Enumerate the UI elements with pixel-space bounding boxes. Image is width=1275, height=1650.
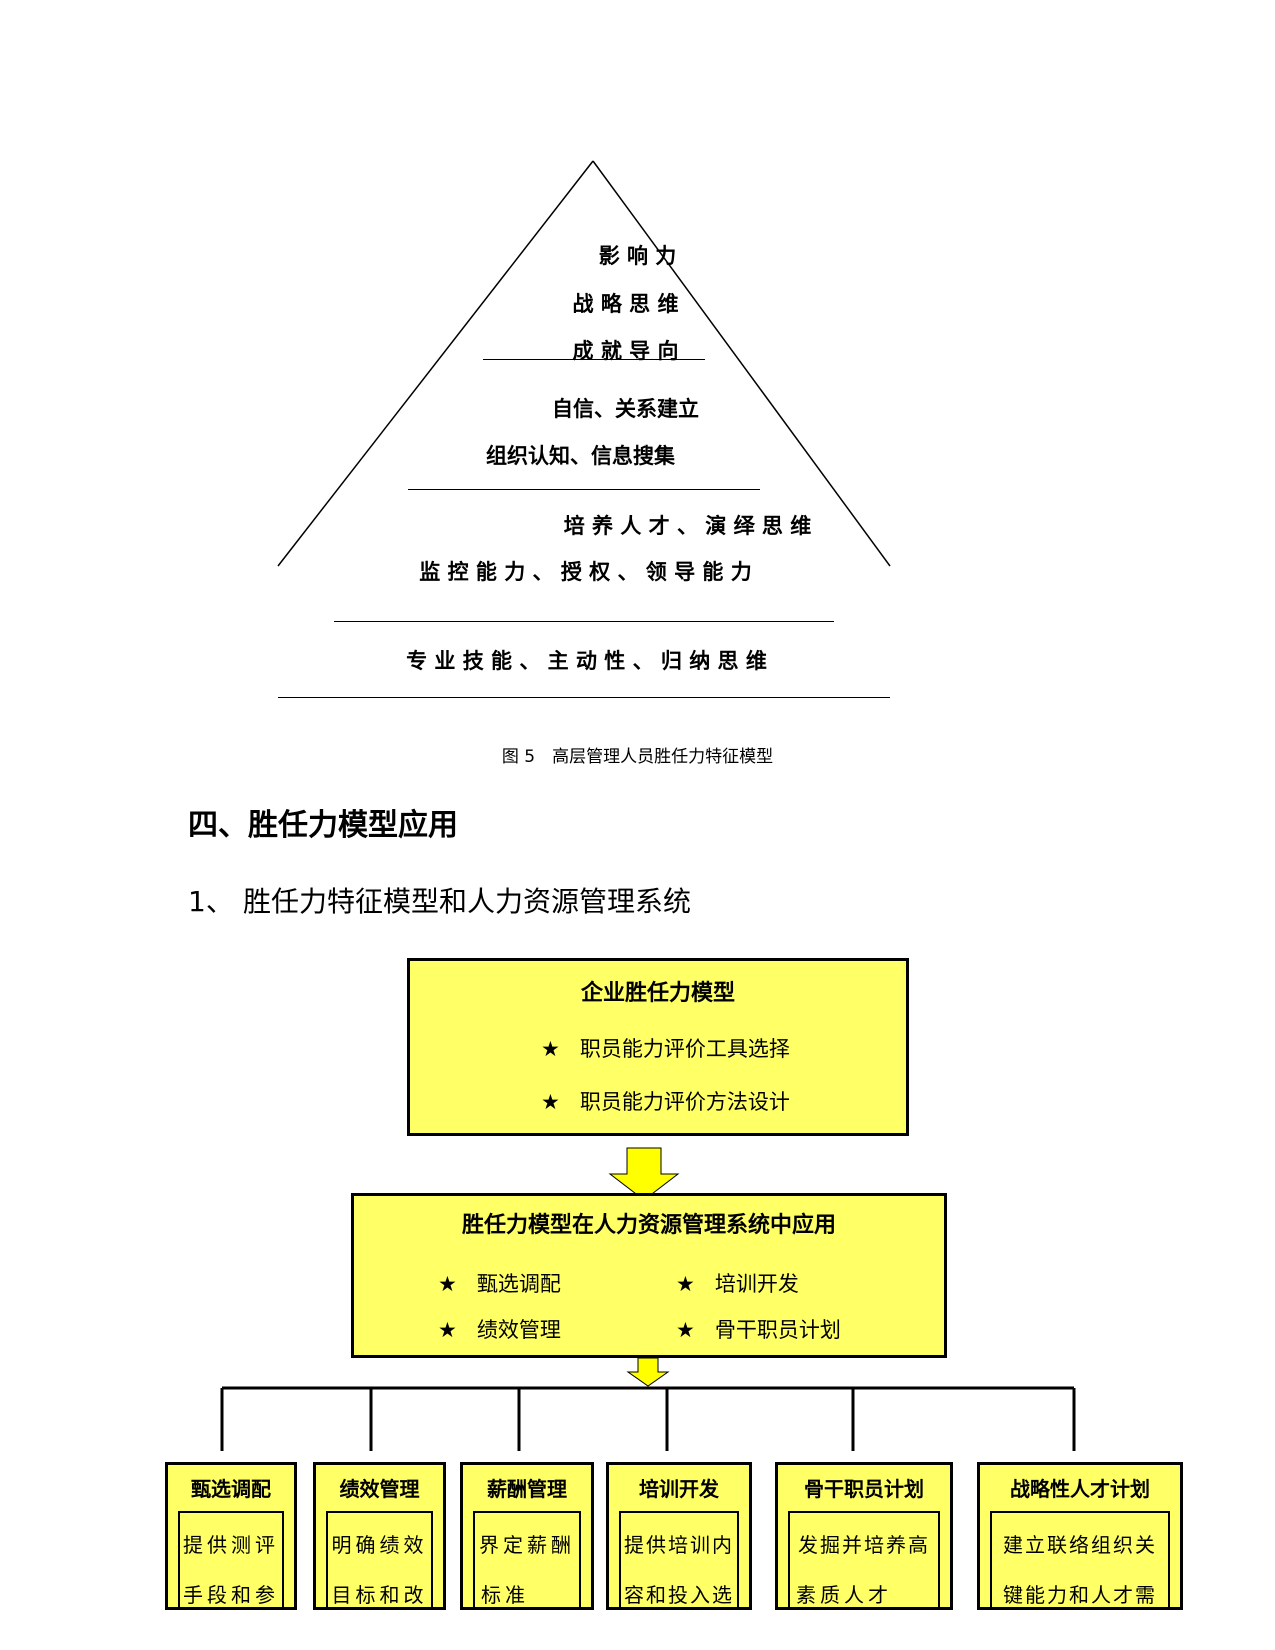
box2-item-3: ★ 绩效管理	[438, 1314, 561, 1344]
child-box-performance: 绩效管理 明确绩效 目标和改	[313, 1462, 446, 1610]
down-arrow-1	[608, 1147, 680, 1201]
star-icon: ★	[438, 1272, 457, 1296]
child-box-title: 战略性人才计划	[1010, 1477, 1150, 1501]
child-box-line1: 提供测评	[183, 1533, 279, 1557]
competency-model-box: 企业胜任力模型 ★ 职员能力评价工具选择 ★ 职员能力评价方法设计	[407, 958, 909, 1136]
child-box-inner	[619, 1511, 739, 1607]
competency-model-title: 企业胜任力模型	[580, 981, 735, 1006]
child-box-line1: 提供培训内	[624, 1533, 734, 1557]
child-box-strategic-talent: 战略性人才计划 建立联络组织关 键能力和人才需	[977, 1462, 1183, 1610]
pyramid-tier2-line2: 组织认知、信息搜集	[486, 444, 675, 468]
subsection-text: 胜任力特征模型和人力资源管理系统	[243, 885, 692, 918]
child-box-line2: 手段和参	[183, 1583, 279, 1607]
child-box-line1: 建立联络组织关	[1003, 1533, 1157, 1557]
box2-item-4-label: 骨干职员计划	[714, 1318, 841, 1342]
subsection-number: 1、	[188, 885, 234, 918]
box1-item-2-label: 职员能力评价方法设计	[579, 1090, 790, 1114]
hr-application-box: 胜任力模型在人力资源管理系统中应用 ★ 甄选调配 ★ 培训开发 ★ 绩效管理 ★ 骨干职…	[351, 1193, 947, 1358]
pyramid-tier1-line2: 战 略 思 维	[572, 292, 679, 316]
pyramid-tier3-line1: 培 养 人 才 、 演 绎 思 维	[563, 514, 812, 538]
star-icon: ★	[438, 1318, 457, 1342]
box2-item-4: ★ 骨干职员计划	[676, 1314, 841, 1344]
box2-item-1-label: 甄选调配	[476, 1272, 561, 1296]
pyramid-tier4-line: 专 业 技 能 、 主 动 性 、 归 纳 思 维	[406, 649, 767, 673]
star-icon: ★	[676, 1272, 695, 1296]
box1-item-1-label: 职员能力评价工具选择	[579, 1037, 790, 1061]
figure-caption: 图 5 高层管理人员胜任力特征模型	[501, 747, 774, 767]
child-box-inner	[788, 1511, 940, 1607]
section-title: 四、胜任力模型应用	[188, 808, 458, 843]
child-box-line2: 素质人才	[796, 1583, 892, 1607]
child-box-title: 骨干职员计划	[804, 1477, 924, 1501]
child-box-title: 甄选调配	[191, 1477, 271, 1501]
child-box-inner	[326, 1511, 433, 1607]
child-box-title: 培训开发	[639, 1477, 719, 1501]
child-box-line2: 目标和改	[331, 1583, 428, 1607]
pyramid-tier2-line1: 自信、关系建立	[552, 397, 699, 421]
child-box-line2: 容和投入选	[624, 1583, 734, 1607]
down-arrow-2	[626, 1357, 670, 1387]
child-box-inner	[990, 1511, 1170, 1607]
child-box-screening: 甄选调配 提供测评 手段和参	[165, 1462, 297, 1610]
star-icon: ★	[676, 1318, 695, 1342]
pyramid-divider-1	[483, 359, 705, 360]
child-box-line1: 明确绩效	[331, 1533, 428, 1557]
box2-item-3-label: 绩效管理	[476, 1318, 561, 1342]
competency-pyramid	[277, 160, 891, 567]
child-box-line2: 键能力和人才需	[1003, 1583, 1157, 1607]
pyramid-divider-2	[408, 489, 760, 490]
child-box-compensation: 薪酬管理 界定薪酬 标准	[460, 1462, 594, 1610]
child-box-inner	[178, 1511, 284, 1607]
box1-item-2: ★ 职员能力评价方法设计	[541, 1086, 790, 1116]
child-box-line2: 标准	[481, 1583, 529, 1607]
pyramid-base-line	[278, 697, 890, 698]
hr-application-title: 胜任力模型在人力资源管理系统中应用	[461, 1213, 836, 1238]
box1-item-1: ★ 职员能力评价工具选择	[541, 1033, 790, 1063]
child-box-training: 培训开发 提供培训内 容和投入选	[606, 1462, 752, 1610]
child-box-title: 绩效管理	[339, 1477, 420, 1501]
child-box-key-staff: 骨干职员计划 发掘并培养高 素质人才	[775, 1462, 953, 1610]
child-box-line1: 发掘并培养高	[798, 1533, 930, 1557]
pyramid-right-edge	[592, 160, 891, 567]
star-icon: ★	[541, 1037, 560, 1061]
box2-item-2-label: 培训开发	[714, 1272, 799, 1296]
pyramid-left-edge	[277, 160, 594, 567]
child-box-inner	[473, 1511, 581, 1607]
child-box-line1: 界定薪酬	[479, 1533, 575, 1557]
child-box-title: 薪酬管理	[487, 1477, 567, 1501]
star-icon: ★	[541, 1090, 560, 1114]
pyramid-tier3-line2: 监 控 能 力 、 授 权 、 领 导 能 力	[419, 560, 752, 584]
subsection-title: 1、胜任力特征模型和人力资源管理系统	[188, 880, 691, 920]
pyramid-tier1-line1: 影 响 力	[598, 244, 677, 268]
box2-item-1: ★ 甄选调配	[438, 1268, 561, 1298]
pyramid-divider-3	[334, 621, 834, 622]
box2-item-2: ★ 培训开发	[676, 1268, 799, 1298]
